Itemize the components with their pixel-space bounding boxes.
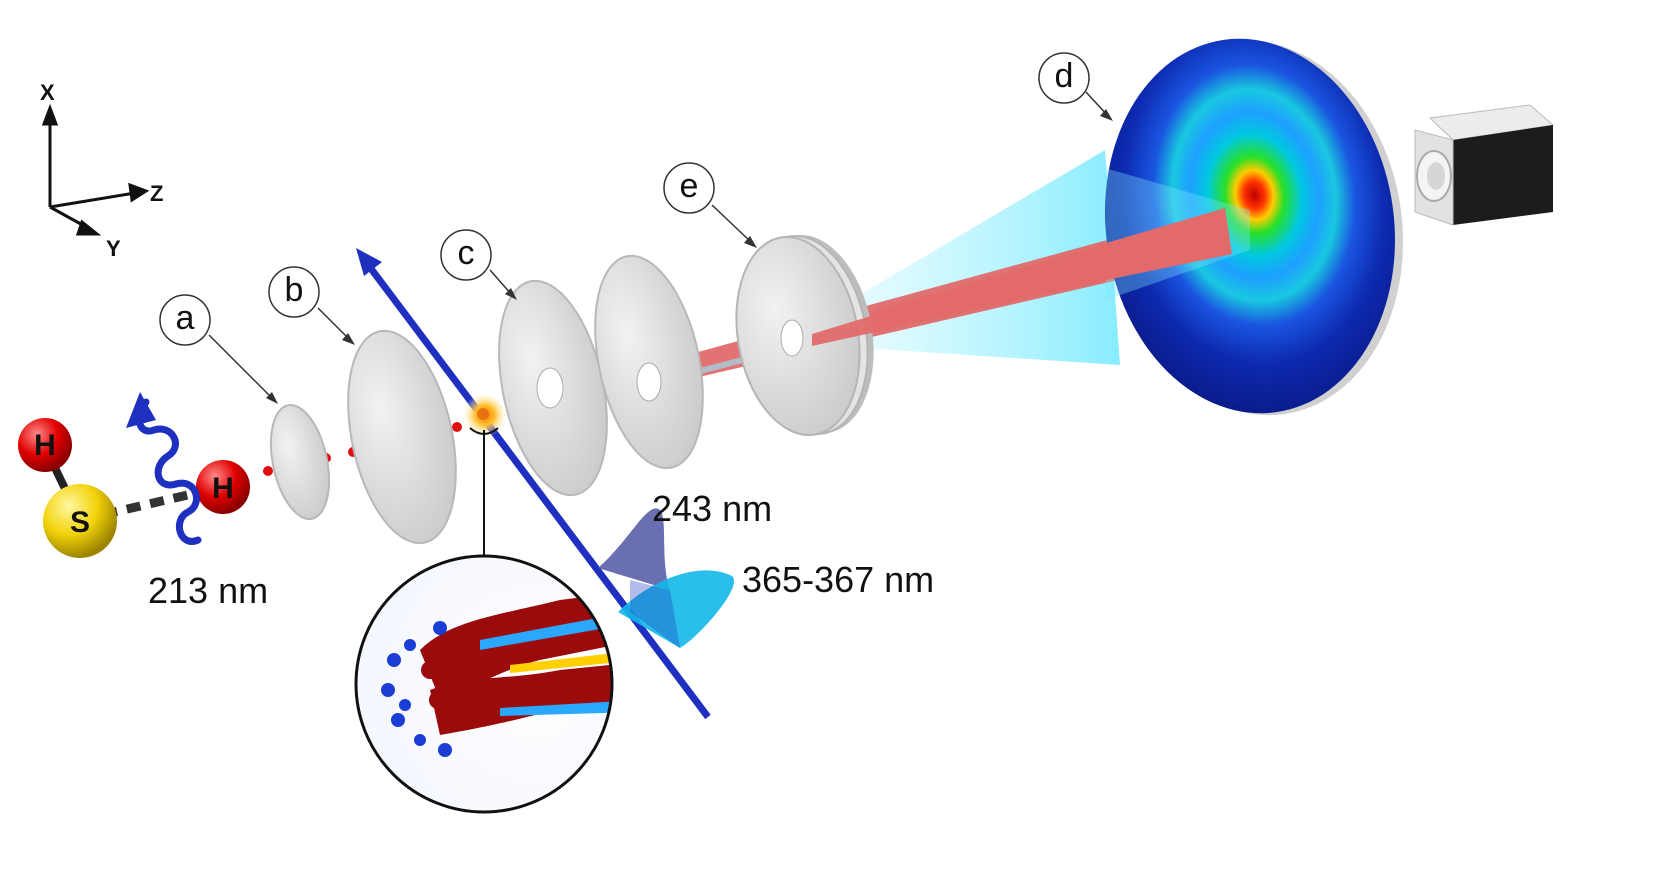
callout-a (159, 294, 278, 404)
hydrogen-atom-2 (196, 460, 250, 514)
hydrogen-atom-1 (18, 418, 72, 472)
axis-y-label: Y (106, 236, 121, 261)
pulse-365nm (618, 570, 735, 648)
sulfur-atom (43, 484, 117, 558)
wavelength-213nm-label: 213 nm (148, 570, 268, 611)
coordinate-axes (41, 103, 150, 236)
atom-h2-label: H (212, 472, 234, 505)
callout-a-label: a (176, 299, 195, 337)
probe-laser-beam (356, 248, 711, 720)
electrode-stack-e (735, 234, 874, 437)
inset-wavefunction (356, 556, 612, 812)
callout-d (1038, 52, 1113, 121)
callout-c-label: c (458, 234, 475, 272)
axis-x-label: X (40, 80, 55, 105)
pulse-243nm (598, 508, 670, 590)
h2s-molecule (18, 418, 250, 558)
inset-circle-frame (354, 554, 614, 814)
callout-e (663, 162, 757, 248)
camera-icon (1414, 104, 1555, 226)
position-sensitive-detector (872, 38, 1403, 416)
axis-z-label: Z (150, 181, 163, 206)
aperture-plate-a (269, 403, 331, 521)
photolysis-photon-icon (126, 392, 202, 545)
wavelength-365nm-label: 365-367 nm (742, 559, 934, 600)
callout-d-label: d (1055, 57, 1074, 95)
atom-s-label: S (70, 506, 90, 539)
atom-h1-label: H (34, 429, 56, 462)
callout-c (440, 229, 517, 300)
electrode-plate-2 (594, 254, 704, 470)
wavelength-243nm-label: 243 nm (652, 488, 772, 529)
callout-e-label: e (680, 167, 699, 205)
callout-b-label: b (285, 271, 304, 309)
callout-b (268, 266, 355, 345)
aperture-plate-b (347, 329, 457, 545)
